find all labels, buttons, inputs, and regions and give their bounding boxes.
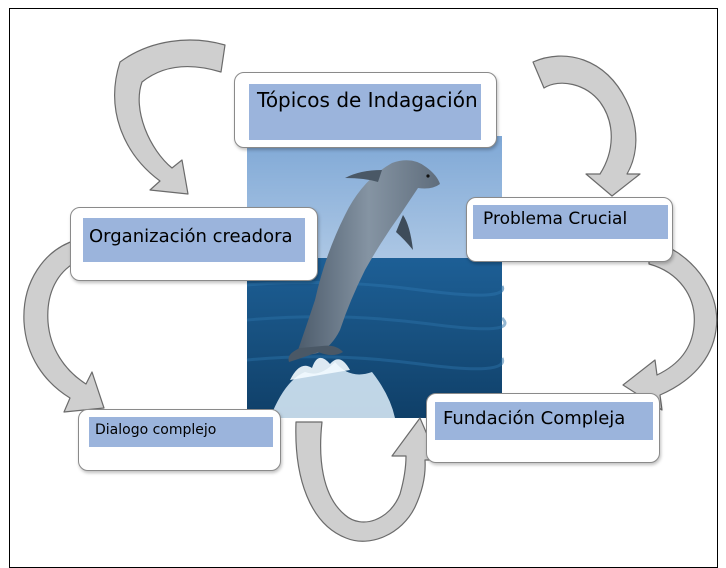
node-organizacion: Organización creadora — [70, 207, 318, 281]
edge-fundacion-to-dialogo — [295, 417, 439, 542]
node-topicos: Tópicos de Indagación — [234, 72, 497, 148]
node-organizacion-label: Organización creadora — [83, 218, 305, 262]
node-problema-label: Problema Crucial — [473, 205, 668, 239]
node-dialogo: Dialogo complejo — [78, 409, 281, 471]
node-dialogo-label: Dialogo complejo — [89, 417, 273, 447]
edge-organizacion-to-topicos — [114, 39, 226, 195]
node-topicos-label: Tópicos de Indagación — [249, 84, 481, 140]
node-fundacion: Fundación Compleja — [426, 393, 660, 463]
node-fundacion-label: Fundación Compleja — [435, 402, 653, 440]
edge-problema-to-fundacion — [622, 239, 718, 411]
node-problema: Problema Crucial — [466, 197, 673, 262]
edge-topicos-to-problema — [532, 55, 641, 197]
edge-dialogo-to-organizacion — [23, 239, 105, 413]
dolphin-photo — [246, 136, 507, 418]
